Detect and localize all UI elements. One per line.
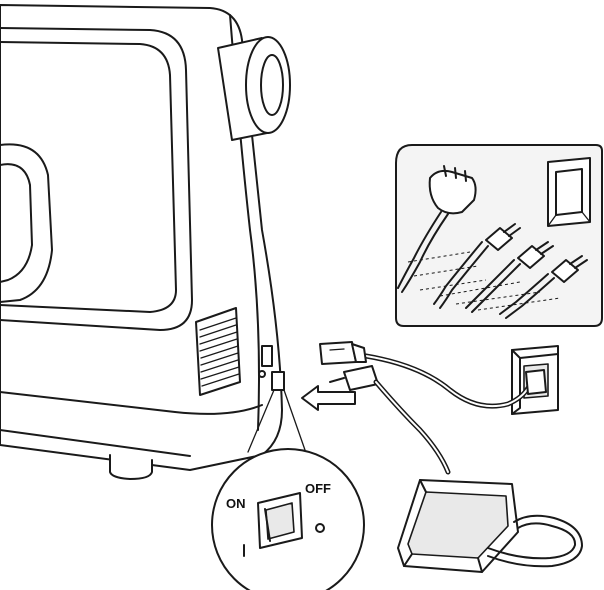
vent-grille [195, 307, 241, 396]
sewing-machine-icon [0, 4, 291, 480]
insert-arrow-icon [301, 385, 356, 411]
machine-foot [109, 454, 153, 480]
power-plug-icon [433, 223, 521, 309]
machine-window-inner [0, 163, 33, 283]
cord-jack [329, 365, 379, 391]
machine-base-line-2 [0, 429, 191, 457]
power-plug-icon [465, 241, 554, 313]
machine-window [0, 143, 53, 303]
machine-switch [271, 371, 285, 391]
handwheel-icon [217, 36, 291, 141]
power-switch-icon [257, 492, 303, 549]
ac-adapter-icon [397, 165, 477, 293]
wall-socket-icon [547, 157, 591, 227]
power-plug-icon [499, 255, 588, 319]
machine-socket [261, 345, 273, 367]
machine-jack [258, 370, 266, 378]
switch-zoom-callout: ON OFF [211, 448, 365, 590]
off-mark [315, 523, 325, 533]
machine-front-panel [0, 27, 193, 331]
inset-hatching [407, 251, 561, 311]
foot-controller-icon [397, 479, 583, 573]
machine-base-line [0, 391, 263, 415]
off-label: OFF [305, 481, 331, 496]
power-plug-icon [319, 341, 367, 365]
on-label: ON [226, 496, 246, 511]
adapter-options-inset [395, 144, 603, 327]
machine-inner-panel [0, 41, 177, 313]
wall-plug [525, 369, 547, 395]
zoom-leader-right [283, 389, 306, 451]
zoom-leader-left [247, 389, 275, 453]
